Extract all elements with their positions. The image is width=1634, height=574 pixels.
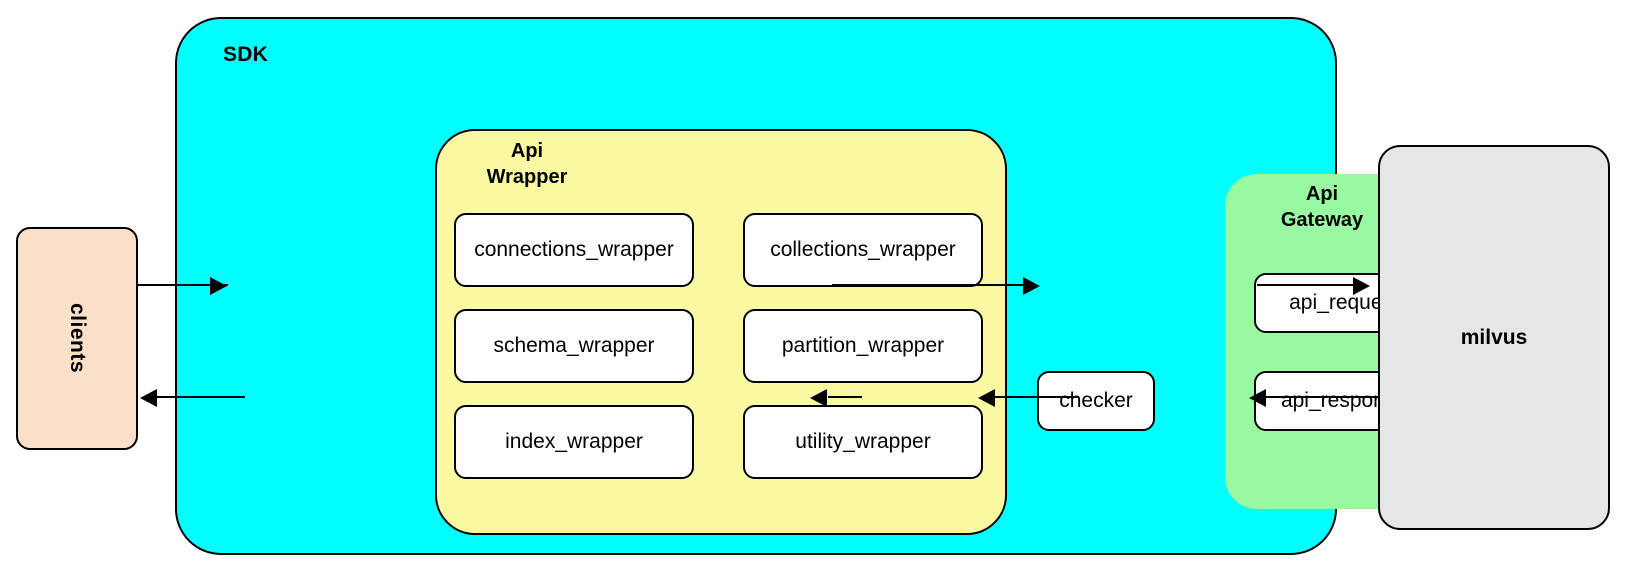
arrowhead-clients-to-sdk — [210, 277, 227, 295]
edge-sdk-to-clients — [150, 396, 245, 398]
partition-wrapper-box[interactable]: partition_wrapper — [743, 309, 983, 383]
schema-wrapper-label: schema_wrapper — [493, 334, 655, 357]
checker-label: checker — [1059, 389, 1133, 412]
sdk-container[interactable]: SDK Api Wrapper Api Gateway connections_… — [175, 17, 1465, 555]
edge-clients-to-sdk — [138, 284, 228, 286]
api-request-label: api_request — [1289, 291, 1399, 314]
checker-box[interactable]: checker — [1037, 371, 1155, 431]
arrowhead-api-wrapper-to-api-gateway — [1023, 277, 1040, 295]
edge-checker-to-api-wrapper — [828, 396, 862, 398]
schema-wrapper-box[interactable]: schema_wrapper — [454, 309, 694, 383]
clients-node[interactable]: clients — [16, 227, 138, 450]
index-wrapper-box[interactable]: index_wrapper — [454, 405, 694, 479]
api-wrapper-title: Api Wrapper — [486, 140, 568, 188]
sdk-title: SDK — [223, 43, 268, 66]
collections-wrapper-box[interactable]: collections_wrapper — [743, 213, 983, 287]
milvus-node[interactable]: milvus — [1378, 145, 1610, 530]
connections-wrapper-box[interactable]: connections_wrapper — [454, 213, 694, 287]
connections-wrapper-label: connections_wrapper — [474, 238, 674, 261]
index-wrapper-label: index_wrapper — [505, 430, 643, 453]
utility-wrapper-label: utility_wrapper — [795, 430, 931, 453]
api-gateway-title: Api Gateway — [1280, 183, 1364, 231]
arrowhead-api-response-to-checker — [978, 389, 995, 407]
arrowhead-milvus-to-api-response — [1249, 389, 1266, 407]
edge-api-response-to-checker — [988, 396, 1078, 398]
utility-wrapper-box[interactable]: utility_wrapper — [743, 405, 983, 479]
api-response-label: api_response — [1280, 389, 1408, 412]
edge-api-wrapper-to-api-gateway — [832, 284, 1032, 286]
arrowhead-checker-to-api-wrapper — [810, 389, 827, 407]
milvus-label: milvus — [1460, 325, 1528, 349]
collections-wrapper-label: collections_wrapper — [770, 238, 956, 261]
partition-wrapper-label: partition_wrapper — [781, 334, 945, 357]
arrowhead-api-request-to-milvus — [1353, 277, 1370, 295]
clients-label: clients — [66, 303, 89, 374]
arrowhead-sdk-to-clients — [140, 389, 157, 407]
edge-api-request-to-milvus — [1257, 284, 1361, 286]
edge-milvus-to-api-response — [1257, 396, 1379, 398]
